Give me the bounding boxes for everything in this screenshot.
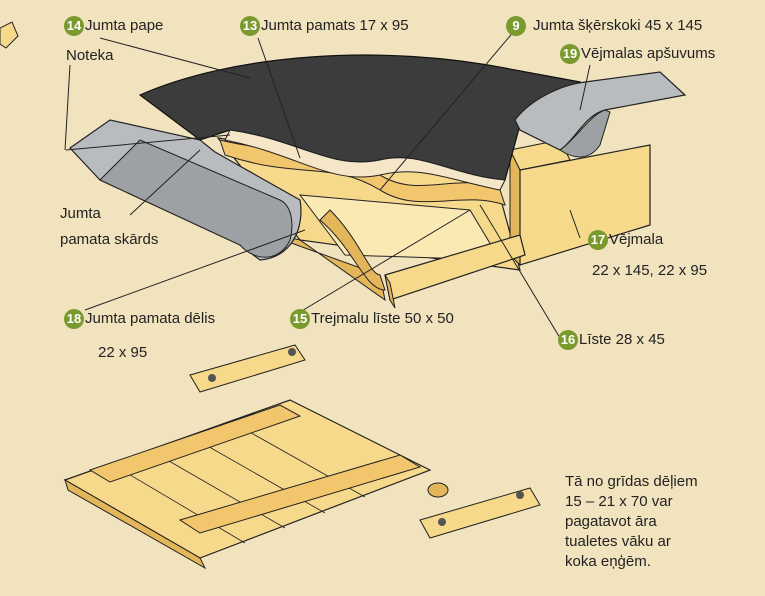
gutter-curve [99, 139, 293, 258]
label-text: Jumta pamats 17 x 95 [261, 17, 409, 34]
hinge-bottom [419, 487, 541, 539]
label-text: Jumta šķērskoki 45 x 145 [533, 17, 703, 34]
front-board-end [384, 274, 396, 309]
gutter-line [65, 134, 231, 151]
lid-peg [427, 482, 449, 498]
corner-fragment [0, 21, 19, 49]
hinge-hole [438, 518, 446, 526]
note-line: pagatavot āra [565, 513, 657, 530]
lid-note: Tā no grīdas dēļiem 15 – 21 x 70 var pag… [565, 472, 755, 572]
number-badge: 19 [560, 44, 580, 64]
label-text: Trejmalu līste 50 x 50 [311, 310, 454, 327]
felt-torn-edge [224, 129, 506, 191]
label-gutter: Noteka [66, 47, 114, 64]
label-base-sheet-line2: pamata skārds [60, 231, 159, 248]
number-badge: 13 [240, 16, 260, 36]
lid-crossbar [178, 454, 422, 534]
number-badge: 15 [290, 309, 310, 329]
label-text: Jumta pamata dēlis [85, 310, 216, 327]
label-text: Jumta pape [85, 17, 164, 34]
arched-beam [319, 209, 386, 291]
hinge-top [189, 344, 306, 393]
hinge-hole [208, 374, 216, 382]
label-base-sheet-line1: Jumta [60, 205, 101, 222]
number-badge: 14 [64, 16, 84, 36]
lid-crossbar [88, 404, 302, 483]
label-text: Vējmala [609, 231, 664, 248]
number-badge: 17 [588, 230, 608, 250]
note-line: 15 – 21 x 70 var [565, 493, 673, 510]
label-roof-crossbeams: 9 Jumta šķērskoki 45 x 145 [506, 16, 702, 36]
label-text: Vējmalas apšuvums [581, 45, 716, 62]
number-badge: 18 [64, 309, 84, 329]
number-badge: 9 [506, 16, 526, 36]
label-verge-dims: 22 x 145, 22 x 95 [592, 262, 708, 279]
hinge-hole [516, 491, 524, 499]
leader-lines [64, 29, 591, 339]
hinge-hole [288, 348, 296, 356]
label-text: Līste 28 x 45 [579, 331, 665, 348]
toilet-lid-edge [64, 478, 207, 570]
note-line: koka eņģēm. [565, 553, 651, 570]
verge-flashing-edge [559, 109, 611, 158]
gable-board [519, 144, 651, 266]
note-line: tualetes vāku ar [565, 533, 671, 550]
number-badge: 16 [558, 330, 578, 350]
note-line: Tā no grīdas dēļiem [565, 473, 698, 490]
label-base-board-dims: 22 x 95 [98, 344, 148, 361]
